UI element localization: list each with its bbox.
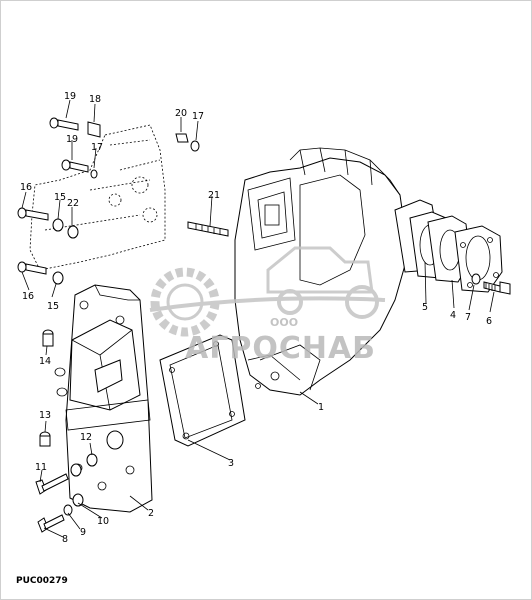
bolt-19-lower [61,159,98,179]
callout-4: 4 [450,310,456,321]
bolt-6 [471,273,511,295]
callout-17-upper: 17 [192,111,204,122]
callout-17-lower: 17 [91,142,103,153]
callout-1: 1 [318,402,324,413]
callout-19-lower: 19 [66,134,78,145]
leader-lines [21,99,495,538]
callout-9: 9 [80,527,86,538]
watermark-company-prefix: ООО [270,316,298,329]
callout-8: 8 [62,534,68,545]
callout-5: 5 [422,302,428,313]
fastener-13 [39,431,51,447]
bolt-11 [35,463,82,495]
nut-20-washer-17 [175,133,200,152]
mounting-bracket-part-2 [54,284,153,513]
gasket-part-3 [159,334,246,447]
flange-stack-parts-4-5 [394,199,503,293]
callout-12: 12 [80,432,92,443]
callout-2: 2 [148,508,154,519]
housing-part-1 [234,147,406,396]
watermark-company-name: АГРОСНАБ [185,331,376,366]
fastener-14 [42,329,54,347]
callout-15-lower: 15 [47,301,59,312]
figure-code: PUC00279 [16,576,68,586]
bolt-16-lower [17,261,64,285]
watermark-logo: ООО АГРОСНАБ [149,246,386,366]
callout-16-upper: 16 [20,182,32,193]
callout-3: 3 [228,458,234,469]
callout-14: 14 [39,356,51,367]
callout-6: 6 [486,316,492,327]
phantom-bracket-outline [29,124,166,271]
callout-21: 21 [208,190,220,201]
callout-11: 11 [35,462,47,473]
callout-18: 18 [89,94,101,105]
bushing-12 [86,453,98,467]
callout-13: 13 [39,410,51,421]
callout-7: 7 [465,312,471,323]
stud-21 [187,221,229,237]
callout-10: 10 [97,516,109,527]
callout-20: 20 [175,108,187,119]
callout-22: 22 [67,198,79,209]
callout-16-lower: 16 [22,291,34,302]
callout-15-upper: 15 [54,192,66,203]
callout-19-upper: 19 [64,91,76,102]
callout-labels: 1 2 3 4 5 6 7 8 9 10 11 12 13 14 15 15 1… [20,91,492,545]
bolt-19-upper [49,117,101,138]
bolt-16-upper [17,207,79,239]
bolt-8-washer-9-bushing-10 [37,493,84,533]
